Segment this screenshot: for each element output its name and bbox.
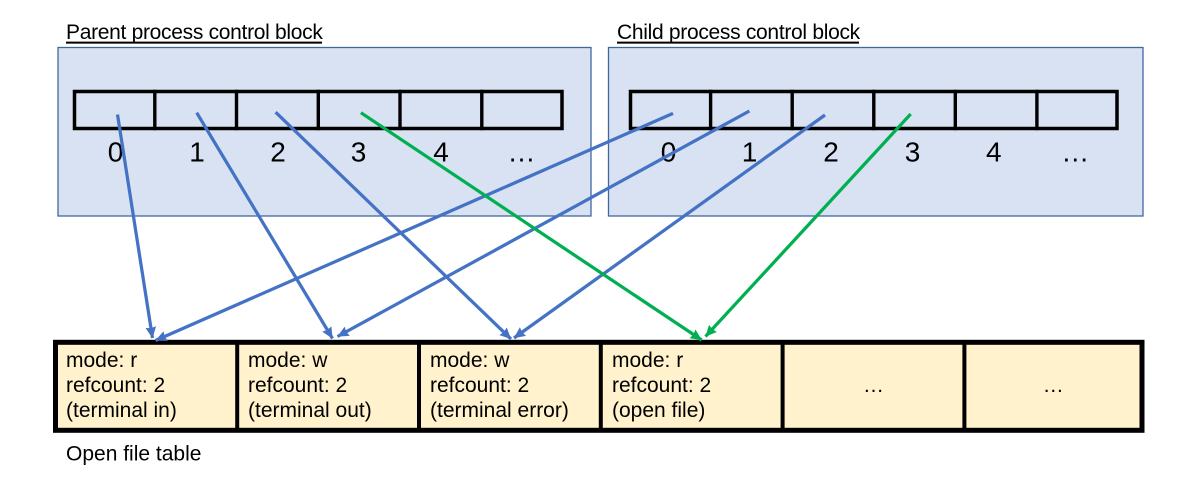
svg-text:Open file table: Open file table: [66, 443, 201, 466]
svg-text:(terminal out): (terminal out): [248, 399, 372, 422]
svg-text:…: …: [1043, 374, 1064, 397]
svg-text:3: 3: [905, 136, 921, 167]
svg-text:mode: r: mode: r: [612, 349, 683, 372]
svg-text:1: 1: [189, 136, 205, 167]
svg-text:refcount: 2: refcount: 2: [430, 374, 529, 397]
svg-text:Parent process control block: Parent process control block: [66, 21, 323, 44]
svg-text:…: …: [1061, 136, 1089, 167]
svg-text:refcount: 2: refcount: 2: [66, 374, 165, 397]
svg-text:mode: r: mode: r: [66, 349, 137, 372]
svg-text:refcount: 2: refcount: 2: [248, 374, 347, 397]
svg-text:2: 2: [270, 136, 286, 167]
svg-text:0: 0: [661, 136, 677, 167]
svg-text:…: …: [508, 136, 536, 167]
svg-text:4: 4: [433, 136, 449, 167]
svg-text:3: 3: [351, 136, 367, 167]
svg-text:…: …: [863, 374, 884, 397]
svg-text:refcount: 2: refcount: 2: [612, 374, 711, 397]
svg-text:(terminal error): (terminal error): [430, 399, 569, 422]
svg-text:mode: w: mode: w: [248, 349, 328, 372]
svg-text:1: 1: [742, 136, 758, 167]
svg-text:(terminal in): (terminal in): [66, 399, 177, 422]
svg-text:(open file): (open file): [612, 399, 705, 422]
svg-text:mode: w: mode: w: [430, 349, 510, 372]
svg-text:0: 0: [108, 136, 124, 167]
svg-text:4: 4: [986, 136, 1002, 167]
svg-text:2: 2: [823, 136, 839, 167]
svg-text:Child process control block: Child process control block: [617, 21, 861, 44]
